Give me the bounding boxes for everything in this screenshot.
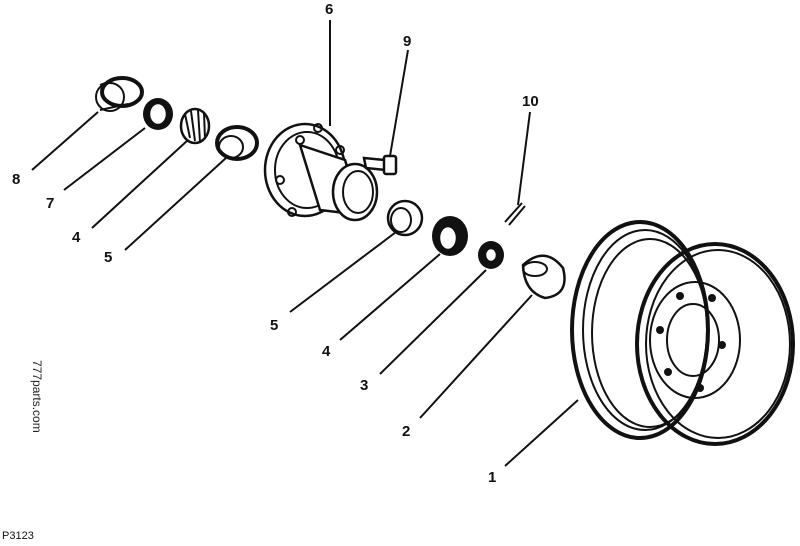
- callout-9: 9: [403, 33, 411, 50]
- part-10-cotter-pin: [504, 202, 526, 226]
- part-2-hub-cap: [521, 254, 566, 300]
- part-5-bearing-cup-left: [215, 125, 259, 161]
- part-9-bolt: [362, 154, 398, 176]
- callout-10: 10: [522, 93, 539, 110]
- callout-4-left: 4: [72, 229, 81, 246]
- callout-4-right: 4: [322, 343, 331, 360]
- callout-5-left: 5: [104, 249, 112, 266]
- part-8-bearing-cup: [95, 76, 144, 112]
- part-7-seal: [143, 98, 173, 130]
- part-4-roller-bearing-right: [432, 216, 468, 256]
- callout-5-right: 5: [270, 317, 278, 334]
- callout-6: 6: [325, 1, 333, 18]
- callout-8: 8: [12, 171, 20, 188]
- part-6-hub: [263, 122, 379, 222]
- part-3-castle-nut: [478, 241, 504, 269]
- figure-code: P3123: [2, 530, 34, 542]
- callout-1: 1: [488, 469, 496, 486]
- part-4-roller-bearing-left: [179, 107, 211, 145]
- callout-3: 3: [360, 377, 368, 394]
- watermark-text: 777parts.com: [30, 360, 44, 433]
- callout-2: 2: [402, 423, 410, 440]
- part-1-wheel-rim: [570, 220, 795, 446]
- part-5-bearing-cup-right: [386, 199, 424, 237]
- callout-7: 7: [46, 195, 54, 212]
- leader-lines: [31, 20, 579, 467]
